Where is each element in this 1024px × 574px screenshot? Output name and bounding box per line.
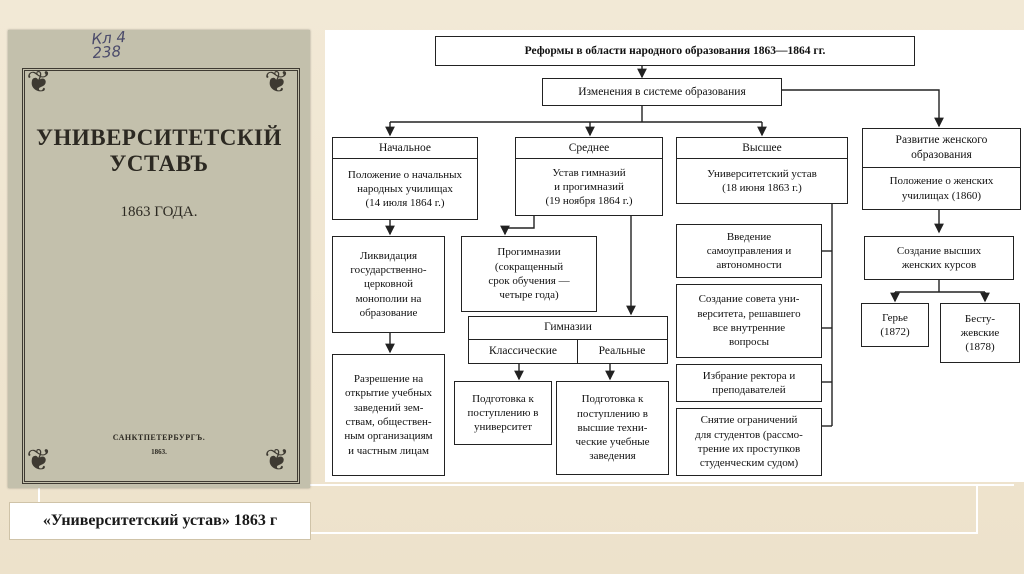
permission-private-schools: Разрешение на открытие учебных заведений…: [332, 354, 445, 476]
gymnasia-vdivider: [577, 339, 578, 363]
gymnasia-label: Гимназии: [544, 321, 592, 333]
gymnasia: Гимназии Классические Реальные: [468, 316, 668, 364]
bestuzhev-courses: Бесту- жевские (1878): [940, 303, 1020, 363]
ornamental-frame: [22, 68, 300, 484]
real-gymnasia: Реальные: [598, 345, 646, 357]
book-city-year: 1863.: [151, 448, 167, 456]
rector-election: Избрание ректора и преподавателей: [676, 364, 822, 402]
connector-lines: [385, 66, 990, 427]
prep-university: Подготовка к поступлению в университет: [454, 381, 552, 445]
frame-line-right: [976, 484, 978, 534]
progymnasia: Прогимназии (сокращенный срок обучения —…: [461, 236, 597, 312]
ornament-icon: ❦: [264, 444, 290, 477]
women-education-header: Развитие женского образования: [862, 128, 1021, 168]
ornament-icon: ❦: [264, 66, 290, 99]
prep-technical: Подготовка к поступлению в высшие техни-…: [556, 381, 669, 475]
women-higher-courses: Создание высших женских курсов: [864, 236, 1014, 280]
book-title: УНИВЕРСИТЕТСКIЙ УСТАВЪ: [36, 125, 282, 176]
university-charter: Университетский устав (18 июня 1863 г.): [676, 158, 848, 204]
frame-line-bottom: [300, 532, 978, 534]
lifting-restrictions: Снятие ограничений для студентов (рассмо…: [676, 408, 822, 476]
self-government: Введение самоуправления и автономности: [676, 224, 822, 278]
higher-header: Высшее: [676, 137, 848, 159]
gymnasia-divider: [469, 339, 667, 340]
diagram-title: Реформы в области народного образования …: [435, 36, 915, 66]
liquidation-monopoly: Ликвидация государственно- церковной мон…: [332, 236, 445, 333]
guerrier-courses: Герье (1872): [861, 303, 929, 347]
ornament-icon: ❦: [26, 66, 52, 99]
secondary-header: Среднее: [515, 137, 663, 159]
secondary-charter: Устав гимназий и прогимназий (19 ноября …: [515, 158, 663, 216]
book-year: 1863 ГОДА.: [120, 204, 198, 220]
classical-gymnasia: Классические: [488, 345, 557, 357]
women-schools-regulation: Положение о женских училищах (1860): [862, 167, 1021, 210]
reform-diagram: Реформы в области народного образования …: [325, 30, 1024, 482]
university-council: Создание совета уни- верситета, решавшег…: [676, 284, 822, 358]
image-caption: «Университетский устав» 1863 г: [9, 502, 311, 540]
primary-header: Начальное: [332, 137, 478, 159]
library-stamp: Кл 4 238: [90, 27, 127, 62]
book-city: САНКТПЕТЕРБУРГЪ.: [112, 433, 206, 442]
primary-regulation: Положение о начальных народных училищах …: [332, 158, 478, 220]
changes-in-education-system: Изменения в системе образования: [542, 78, 782, 106]
frame-line-top: [38, 484, 1014, 486]
ornament-icon: ❦: [26, 444, 52, 477]
book-cover-image: Кл 4 238 ❦ ❦ ❦ ❦ УНИВЕРСИТЕТСКIЙ УСТАВЪ …: [8, 27, 310, 488]
